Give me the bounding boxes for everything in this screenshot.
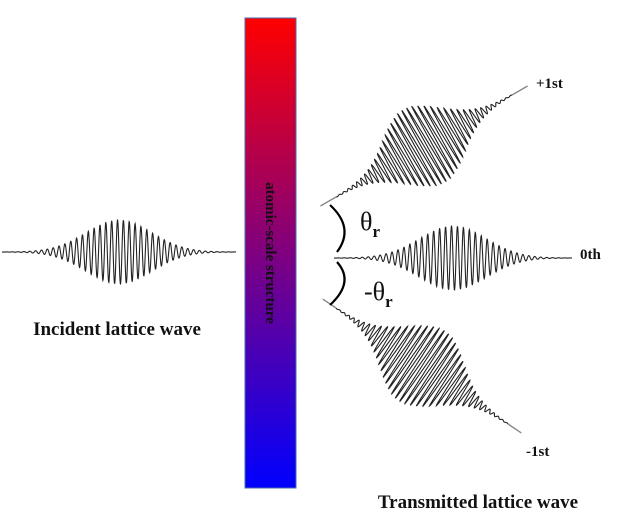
wave-tail	[511, 85, 528, 96]
minus-first-order-label: -1st	[526, 444, 549, 460]
transmitted-caption: Transmitted lattice wave	[378, 492, 578, 513]
minus-first-order-wave-packet	[322, 298, 522, 434]
lower-angle-arc	[329, 261, 346, 306]
wave-oscillation	[335, 94, 513, 198]
wave-tail	[322, 298, 337, 309]
wave-oscillation	[333, 224, 573, 292]
incident-wave-packet	[1, 218, 237, 286]
wave-oscillation	[1, 218, 237, 286]
upper-angle-arc	[329, 204, 346, 253]
incident-caption: Incident lattice wave	[33, 319, 201, 340]
wave-oscillation	[335, 307, 509, 425]
wave-tail	[320, 196, 337, 207]
atomic-structure-label: atomic-scale structure	[262, 182, 278, 324]
zero-order-label: 0th	[580, 247, 601, 263]
wave-tail	[507, 423, 522, 434]
lower-angle-label: -θr	[364, 277, 393, 311]
atomic-structure-bar	[244, 17, 297, 489]
zero-order-wave-packet	[333, 224, 573, 292]
plus-first-order-label: +1st	[536, 76, 563, 92]
plus-first-order-wave-packet	[320, 85, 528, 207]
upper-angle-label: θr	[360, 207, 380, 241]
